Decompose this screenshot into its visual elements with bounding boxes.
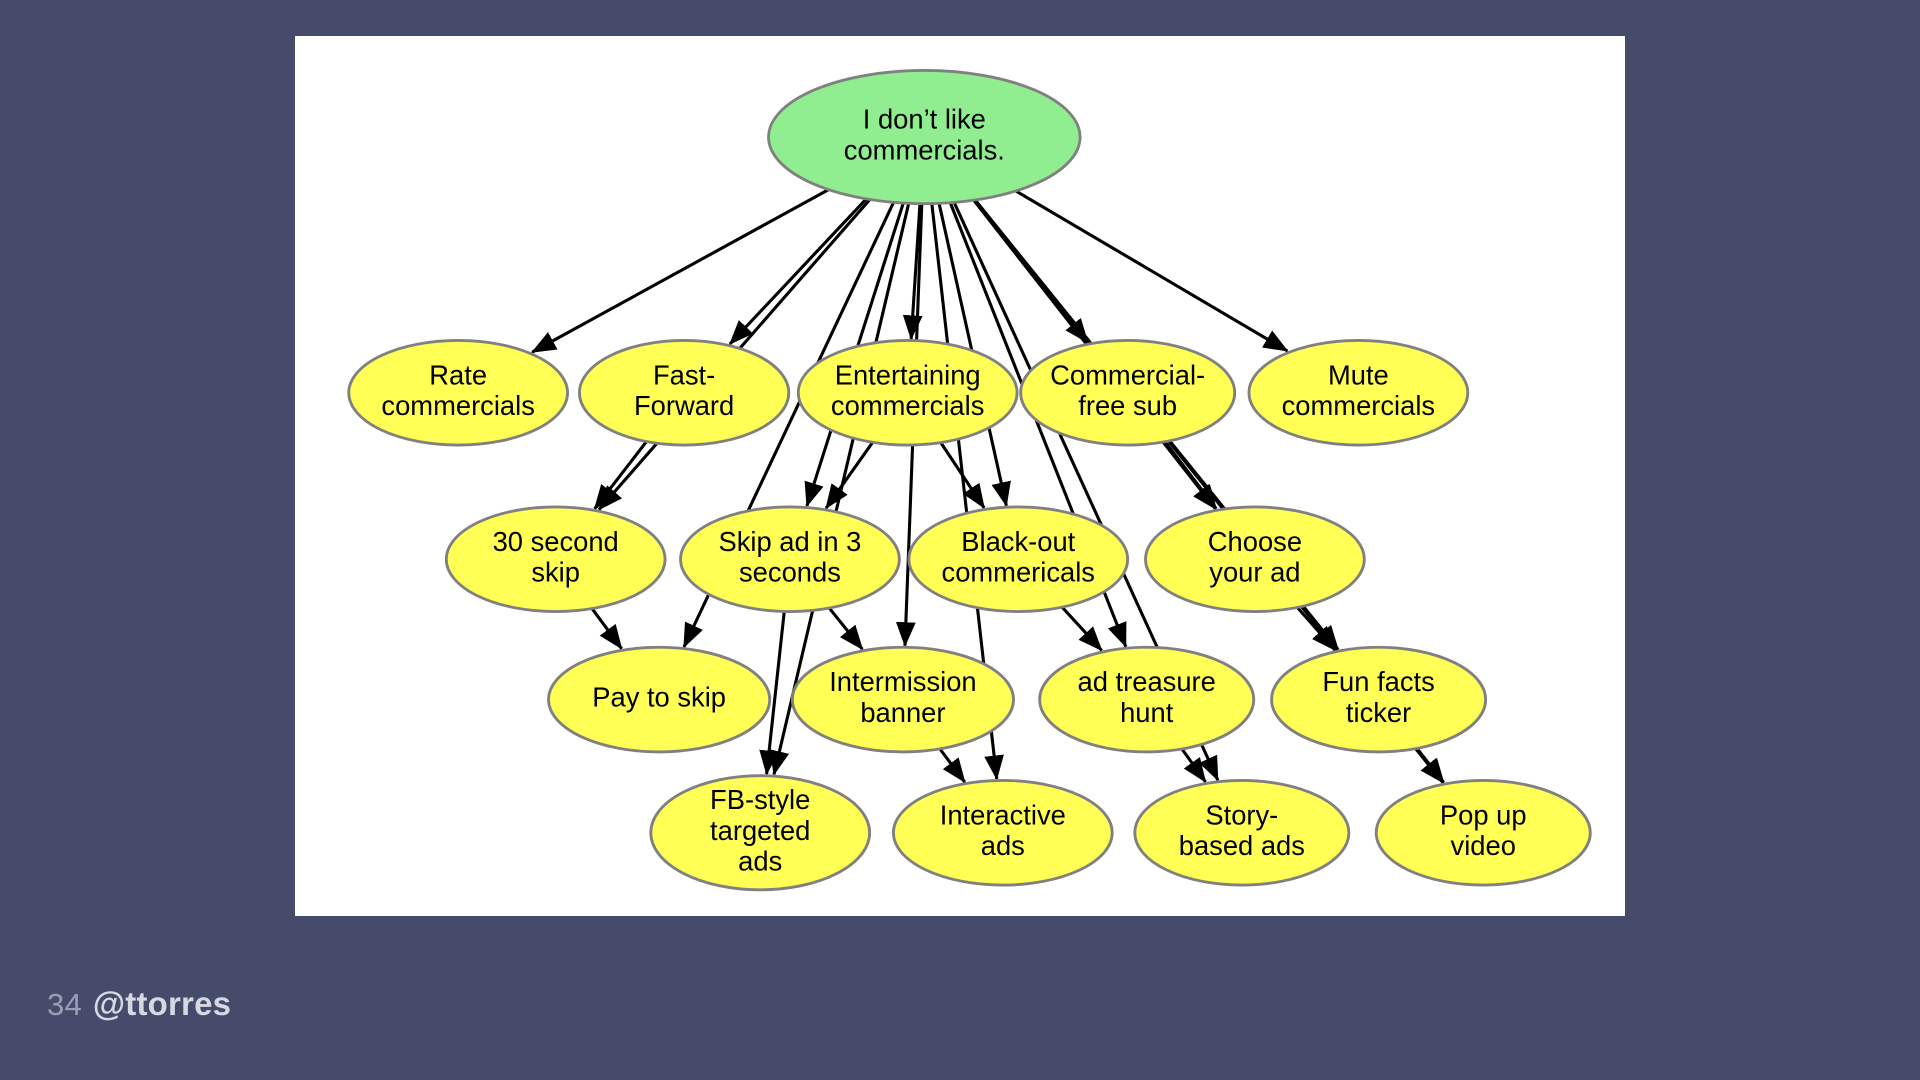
tree-edge (902, 203, 923, 341)
tree-edge (728, 197, 868, 346)
tree-edge (1415, 747, 1445, 784)
node-shape[interactable] (1270, 645, 1488, 754)
tree-edge (1015, 189, 1289, 353)
node-shape[interactable] (1374, 779, 1592, 887)
node-shape[interactable] (347, 339, 569, 447)
tree-edge (938, 747, 967, 784)
node-shape[interactable] (796, 339, 1019, 447)
node-shape[interactable] (1144, 505, 1366, 613)
node-shape[interactable] (907, 505, 1130, 613)
tree-edge (824, 441, 874, 510)
node-shape[interactable] (1038, 645, 1256, 754)
tree-edge (590, 607, 623, 650)
node-shape[interactable] (891, 779, 1114, 887)
node-shape[interactable] (1019, 339, 1237, 447)
node-shape[interactable] (1133, 779, 1351, 887)
tree-edge (759, 611, 786, 776)
tree-edge (1296, 606, 1337, 652)
tree-edge (1163, 440, 1218, 510)
slide-number: 34 (47, 987, 82, 1022)
node-shape[interactable] (790, 645, 1015, 754)
tree-edge (1060, 606, 1103, 652)
tree-edge (828, 607, 864, 651)
node-shape[interactable] (547, 645, 772, 754)
node-shape[interactable] (649, 774, 872, 892)
slide-footer: 34 @ttorres (47, 985, 231, 1023)
node-shape[interactable] (578, 339, 791, 447)
node-shape[interactable] (679, 505, 901, 613)
root-node-shape[interactable] (767, 69, 1082, 206)
node-label: Story-based ads (1179, 800, 1305, 862)
node-shape[interactable] (444, 505, 667, 613)
tree-node-fastforward[interactable]: Fast-Forward (578, 339, 791, 447)
tree-edge (1180, 748, 1207, 783)
node-label: Commercial-free sub (1050, 360, 1205, 422)
node-shape[interactable] (1247, 339, 1470, 447)
tree-node-commfreesub[interactable]: Commercial-free sub (1019, 339, 1237, 447)
node-label: Pay to skip (592, 682, 726, 713)
tree-edge (593, 440, 648, 510)
tree-node-paytoskip[interactable]: Pay to skip (547, 645, 772, 754)
author-handle: @ttorres (92, 985, 232, 1022)
tree-node-storybased[interactable]: Story-based ads (1133, 779, 1351, 887)
node-label: Fast-Forward (634, 360, 734, 422)
tree-edge (939, 441, 986, 509)
tree-edge (531, 188, 830, 354)
